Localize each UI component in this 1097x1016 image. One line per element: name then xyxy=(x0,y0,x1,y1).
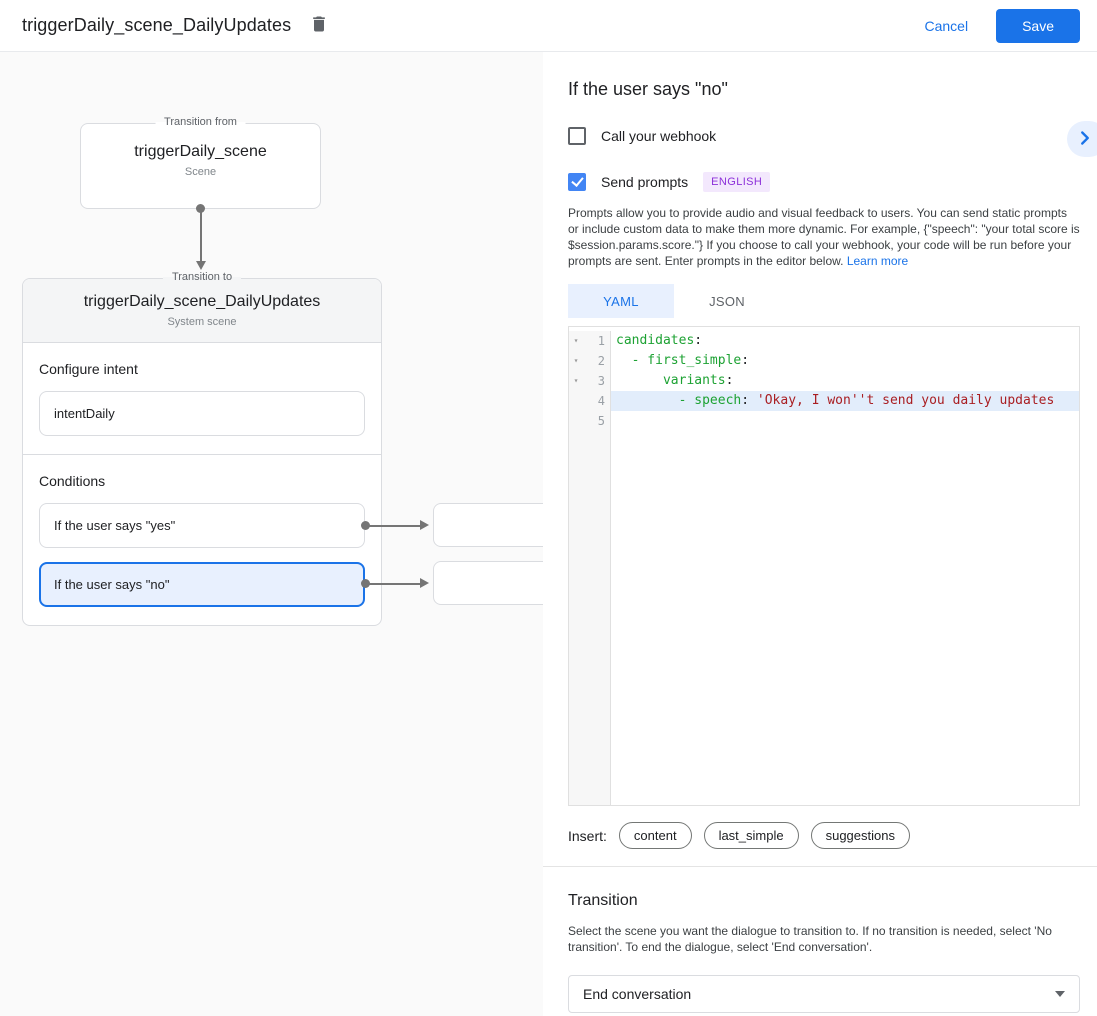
intent-item[interactable]: intentDaily xyxy=(39,391,365,436)
conditions-section: Conditions If the user says "yes"If the … xyxy=(23,455,381,625)
insert-chip-suggestions[interactable]: suggestions xyxy=(810,822,910,849)
cancel-button[interactable]: Cancel xyxy=(908,10,984,42)
webhook-checkbox-row[interactable]: Call your webhook xyxy=(568,127,1080,145)
dropdown-caret-icon xyxy=(1055,991,1065,997)
transition-to-legend: Transition to xyxy=(162,271,242,283)
condition-yes-target-node[interactable] xyxy=(433,503,543,547)
prompts-checkbox-row[interactable]: Send prompts ENGLISH xyxy=(568,172,1080,192)
transition-from-legend: Transition from xyxy=(155,116,246,128)
line-number: 2 xyxy=(597,354,605,368)
webhook-checkbox[interactable] xyxy=(568,127,586,145)
to-scene-name: triggerDaily_scene_DailyUpdates xyxy=(83,293,321,310)
panel-title: If the user says "no" xyxy=(568,79,728,99)
to-scene-type: System scene xyxy=(167,316,237,328)
top-bar: triggerDaily_scene_DailyUpdates Cancel S… xyxy=(0,0,1097,52)
from-scene-name: triggerDaily_scene xyxy=(134,143,267,160)
editor-line[interactable]: ▾2 - first_simple: xyxy=(569,351,1079,371)
page-title: triggerDaily_scene_DailyUpdates xyxy=(22,15,292,35)
transition-title: Transition xyxy=(568,892,638,909)
conditions-label: Conditions xyxy=(39,473,106,489)
prompts-description: Prompts allow you to provide audio and v… xyxy=(568,205,1080,269)
line-number: 4 xyxy=(597,394,605,408)
condition-item[interactable]: If the user says "no" xyxy=(39,562,365,607)
insert-chip-last_simple[interactable]: last_simple xyxy=(703,822,799,849)
transition-description: Select the scene you want the dialogue t… xyxy=(568,924,1052,954)
transition-to-node: Transition to triggerDaily_scene_DailyUp… xyxy=(22,271,382,626)
fold-arrow-icon[interactable]: ▾ xyxy=(573,376,579,385)
editor-tabs: YAML JSON xyxy=(568,284,1080,318)
editor-line[interactable]: ▾3 variants: xyxy=(569,371,1079,391)
condition-item[interactable]: If the user says "yes" xyxy=(39,503,365,548)
line-number: 5 xyxy=(597,414,605,428)
configure-intent-section: Configure intent intentDaily xyxy=(23,343,381,454)
delete-button[interactable] xyxy=(309,14,329,37)
conditions-list: If the user says "yes" If the user says "… xyxy=(39,503,365,607)
insert-label: Insert: xyxy=(568,827,607,844)
learn-more-link[interactable]: Learn more xyxy=(846,254,909,268)
transition-from-node[interactable]: Transition from triggerDaily_scene Scene xyxy=(80,116,321,209)
tab-yaml[interactable]: YAML xyxy=(568,284,674,318)
collapse-panel-button[interactable] xyxy=(1067,121,1097,157)
condition-no-target-node[interactable] xyxy=(433,561,543,605)
tab-json[interactable]: JSON xyxy=(709,293,745,309)
condition-detail-panel: If the user says "no" Call your webhook … xyxy=(543,52,1097,1016)
line-number: 1 xyxy=(597,334,605,348)
panel-divider xyxy=(543,866,1097,867)
flow-arrow-down xyxy=(196,204,206,270)
prompts-description-text: Prompts allow you to provide audio and v… xyxy=(568,206,1080,268)
configure-intent-label: Configure intent xyxy=(39,361,138,377)
flow-canvas: Transition from triggerDaily_scene Scene… xyxy=(0,52,543,1016)
editor-empty-area[interactable] xyxy=(569,431,1079,805)
insert-row: Insert: content last_simple suggestions xyxy=(568,822,1080,849)
editor-line[interactable]: 5 xyxy=(569,411,1079,431)
send-prompts-checkbox[interactable] xyxy=(568,173,586,191)
chevron-right-icon xyxy=(1074,127,1096,152)
insert-chips: content last_simple suggestions xyxy=(618,822,922,849)
line-number: 3 xyxy=(597,374,605,388)
section-divider xyxy=(23,454,381,455)
save-button[interactable]: Save xyxy=(996,8,1080,43)
transition-select-value: End conversation xyxy=(583,986,692,1002)
editor-line[interactable]: 4 - speech: 'Okay, I won''t send you dai… xyxy=(569,391,1079,411)
insert-chip-content[interactable]: content xyxy=(618,822,692,849)
fold-arrow-icon[interactable]: ▾ xyxy=(573,336,579,345)
transition-select[interactable]: End conversation xyxy=(568,975,1080,1013)
send-prompts-label: Send prompts xyxy=(601,174,689,190)
fold-arrow-icon[interactable]: ▾ xyxy=(573,356,579,365)
language-badge: ENGLISH xyxy=(703,172,771,192)
webhook-label: Call your webhook xyxy=(601,128,717,144)
trash-icon xyxy=(309,14,329,37)
to-scene-header: triggerDaily_scene_DailyUpdates System s… xyxy=(23,279,381,343)
from-scene-type: Scene xyxy=(184,166,217,178)
